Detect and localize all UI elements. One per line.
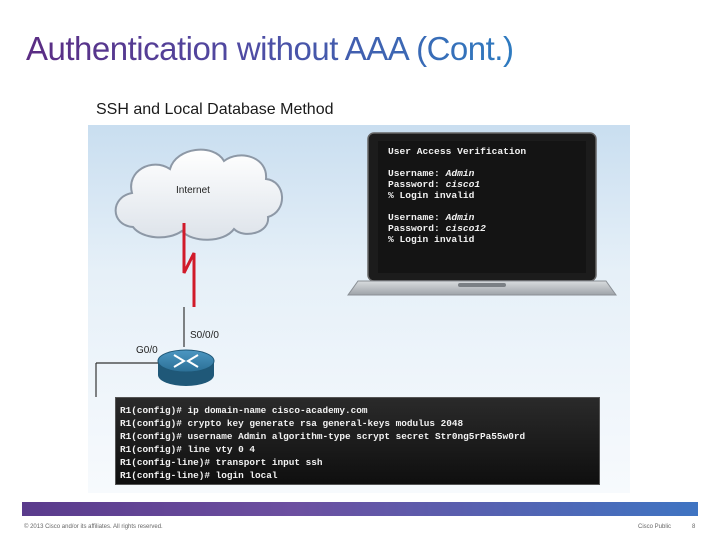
- laptop-screen: User Access Verification Username: Admin…: [388, 146, 578, 245]
- login-attempt-2-result: % Login invalid: [388, 234, 475, 245]
- cli-line: R1(config-line)# transport input ssh: [120, 457, 323, 468]
- page-number: 8: [692, 524, 696, 530]
- cli-line: R1(config-line)# login local: [120, 470, 278, 481]
- footer-bar: [22, 502, 698, 516]
- login-attempt-1-username: Username: Admin: [388, 168, 475, 179]
- network-figure: Internet S0/0/0 G0/0 User Access Verific…: [88, 125, 630, 493]
- slide-title: Authentication without AAA (Cont.): [26, 30, 514, 67]
- cli-line: R1(config)# username Admin algorithm-typ…: [120, 431, 526, 442]
- login-attempt-2-username: Username: Admin: [388, 212, 475, 223]
- login-attempt-1-result: % Login invalid: [388, 190, 475, 201]
- cli-line: R1(config)# crypto key generate rsa gene…: [120, 418, 464, 429]
- screen-heading: User Access Verification: [388, 146, 527, 157]
- internet-cloud-icon: [114, 148, 283, 241]
- cli-line: R1(config)# ip domain-name cisco-academy…: [120, 405, 368, 416]
- slide-subtitle: SSH and Local Database Method: [96, 101, 334, 118]
- cli-line: R1(config)# line vty 0 4: [120, 444, 256, 455]
- router-icon: [157, 349, 215, 386]
- login-attempt-1-password: Password: cisco1: [388, 179, 481, 190]
- gig-interface-label: G0/0: [136, 345, 158, 356]
- login-attempt-2-password: Password: cisco12: [388, 223, 486, 234]
- classification-text: Cisco Public: [638, 524, 672, 530]
- cloud-label: Internet: [176, 185, 210, 196]
- serial-link-icon: [182, 223, 196, 347]
- copyright-text: © 2013 Cisco and/or its affiliates. All …: [24, 524, 163, 530]
- router-cli-panel: R1(config)# ip domain-name cisco-academy…: [115, 397, 600, 485]
- serial-interface-label: S0/0/0: [190, 330, 219, 341]
